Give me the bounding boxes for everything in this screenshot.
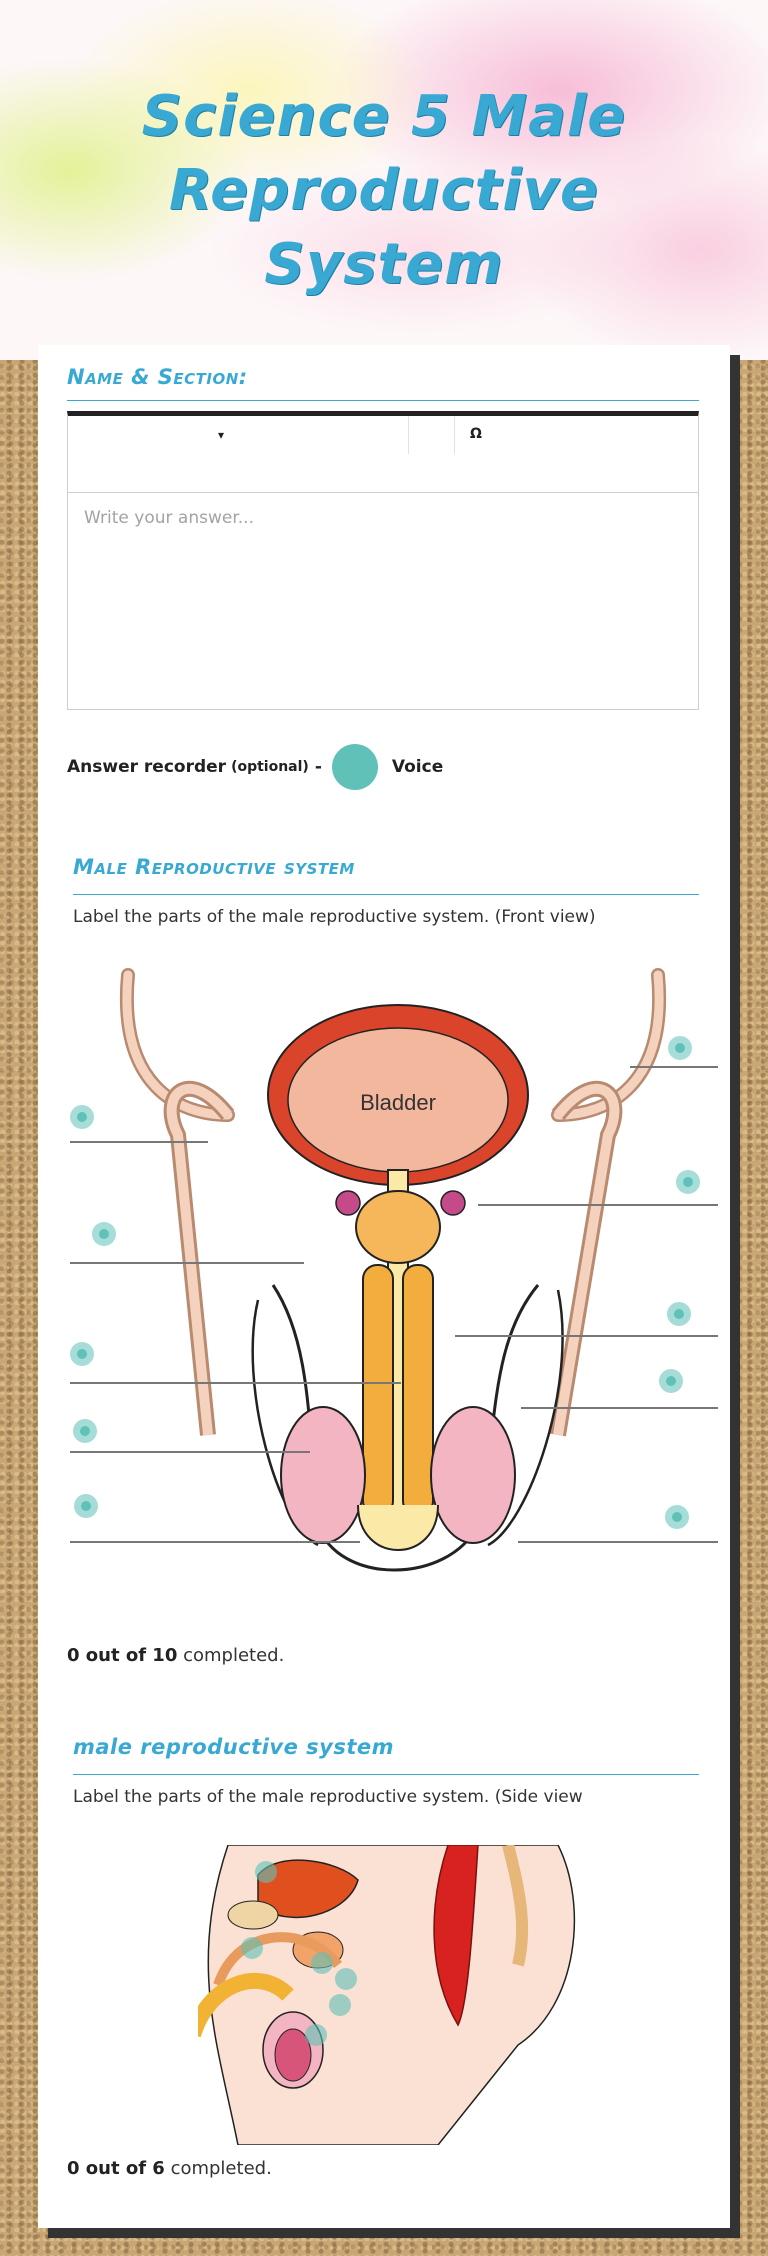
voice-label: Voice — [391, 757, 444, 777]
voice-record-button[interactable] — [331, 744, 378, 790]
question1-completed-suffix: completed. — [177, 1645, 285, 1666]
worksheet: Name & Section: ▾ Ω Write your answer...… — [38, 345, 730, 2228]
question1-completed-count: 0 out of 10 — [67, 1645, 178, 1666]
answer-recorder: Answer recorder (optional) - Voice — [67, 743, 443, 791]
question1-heading: Male Reproductive system — [73, 855, 355, 879]
recorder-label: Answer recorder — [67, 757, 227, 777]
header-banner: Science 5 Male Reproductive System — [0, 0, 768, 360]
question2-progress: 0 out of 6 completed. — [67, 2158, 272, 2179]
heading-divider — [73, 1774, 699, 1775]
front-view-diagram: Bladder — [70, 968, 718, 1572]
toolbar-separator — [408, 416, 455, 454]
question2-heading: male reproductive system — [73, 1735, 394, 1759]
editor-toolbar: ▾ Ω — [68, 416, 698, 493]
question2-completed-suffix: completed. — [164, 2158, 272, 2179]
format-dropdown-icon[interactable]: ▾ — [218, 428, 225, 442]
special-characters-button[interactable]: Ω — [470, 426, 482, 442]
name-section-heading: Name & Section: — [67, 365, 248, 389]
recorder-optional: (optional) — [231, 759, 309, 775]
heading-divider — [67, 400, 699, 401]
answer-editor[interactable]: ▾ Ω Write your answer... — [67, 411, 699, 710]
question2-instruction: Label the parts of the male reproductive… — [73, 1787, 583, 1807]
question2-completed-count: 0 out of 6 — [67, 2158, 165, 2179]
page-title: Science 5 Male Reproductive System — [141, 84, 627, 297]
heading-divider — [73, 894, 699, 895]
question1-progress: 0 out of 10 completed. — [67, 1645, 284, 1666]
bladder-label: Bladder — [360, 1090, 436, 1115]
side-view-diagram — [198, 1845, 576, 2145]
recorder-dash: - — [314, 757, 322, 777]
answer-textarea[interactable]: Write your answer... — [84, 508, 254, 528]
question1-instruction: Label the parts of the male reproductive… — [73, 907, 596, 927]
